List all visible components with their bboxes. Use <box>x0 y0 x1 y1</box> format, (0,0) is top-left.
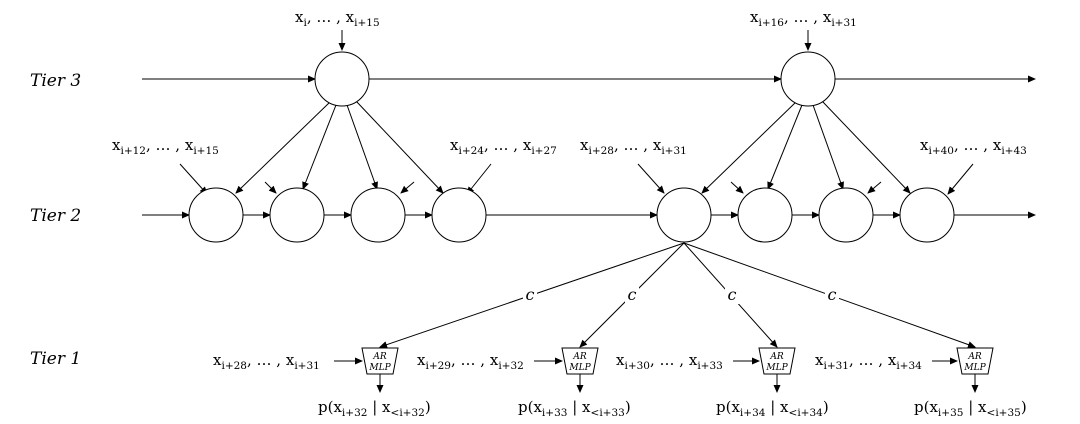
tier1-output-label-1: p(xi+32 | x<i+32) <box>318 398 431 419</box>
tier3-input-label-1: xi, … , xi+15 <box>295 8 380 29</box>
tier1-input-label-1: xi+28, … , xi+31 <box>213 351 320 372</box>
tier2-node-4 <box>431 187 487 243</box>
svg-text:MLP: MLP <box>963 363 986 373</box>
c-label-bg-4 <box>825 286 839 304</box>
tier3-node-1 <box>314 51 370 107</box>
ar-mlp-block-1: AR MLP <box>334 347 399 393</box>
tier2-label: Tier 2 <box>30 206 81 226</box>
tier2-input-label-2: xi+24, … , xi+27 <box>450 136 557 157</box>
svg-text:AR: AR <box>769 352 783 362</box>
tier2-input-arrows <box>179 163 974 195</box>
tier3-node-2 <box>780 51 836 107</box>
tier2-node-6 <box>737 187 793 243</box>
c-label-bg-3 <box>725 286 739 304</box>
svg-text:MLP: MLP <box>568 363 591 373</box>
tier2-input-label-3: xi+28, … , xi+31 <box>580 136 687 157</box>
svg-text:AR: AR <box>572 352 586 362</box>
conditioning-label-1: c <box>526 285 535 304</box>
conditioning-label-3: c <box>728 285 737 304</box>
c-label-bg-2 <box>625 286 639 304</box>
tier2-node-7 <box>818 187 874 243</box>
tier2-input-label-4: xi+40, … , xi+43 <box>920 136 1027 157</box>
svg-text:MLP: MLP <box>368 363 391 373</box>
tier2-node-8 <box>899 187 955 243</box>
tier2-node-2 <box>269 187 325 243</box>
tier2-input-label-1: xi+12, … , xi+15 <box>112 136 219 157</box>
ar-mlp-block-4: AR MLP <box>932 347 994 393</box>
ar-mlp-block-2: AR MLP <box>534 347 599 393</box>
tier2-node-3 <box>350 187 406 243</box>
tier1-output-label-3: p(xi+34 | x<i+34) <box>716 398 829 419</box>
ar-mlp-block-3: AR MLP <box>733 347 796 393</box>
svg-text:AR: AR <box>967 352 981 362</box>
conditioning-label-2: c <box>628 285 637 304</box>
svg-text:AR: AR <box>372 352 386 362</box>
tier1-input-label-4: xi+31, … , xi+34 <box>815 351 922 372</box>
tier1-output-label-2: p(xi+33 | x<i+33) <box>518 398 631 419</box>
conditioning-label-4: c <box>828 285 837 304</box>
tier1-input-label-3: xi+30, … , xi+33 <box>616 351 723 372</box>
tier2-node-1 <box>188 187 244 243</box>
tier1-input-label-2: xi+29, … , xi+32 <box>417 351 524 372</box>
svg-text:MLP: MLP <box>765 363 788 373</box>
tier3-to-tier2-arrows <box>235 100 911 194</box>
tier1-output-label-4: p(xi+35 | x<i+35) <box>914 398 1027 419</box>
tier3-label: Tier 3 <box>30 71 81 91</box>
tier3-input-label-2: xi+16, … , xi+31 <box>750 8 857 29</box>
tier1-label: Tier 1 <box>30 349 81 369</box>
tier2-to-tier1-arrows <box>379 242 976 349</box>
tier2-node-5 <box>656 187 712 243</box>
c-label-bg-1 <box>523 286 537 304</box>
